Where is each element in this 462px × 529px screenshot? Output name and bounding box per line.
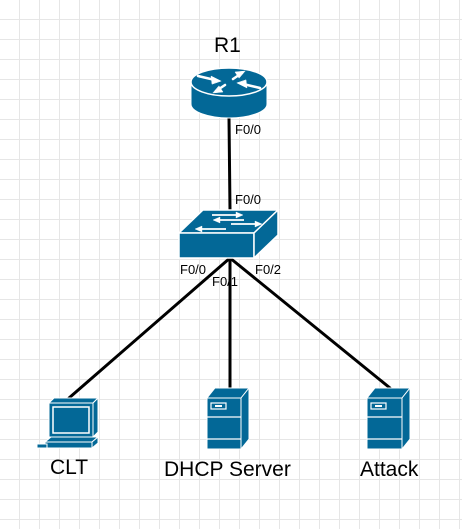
server-icon[interactable] [205, 386, 251, 451]
dhcp-server-label: DHCP Server [164, 458, 291, 481]
client-label: CLT [50, 456, 89, 479]
switch-port-f00: F0/0 [180, 262, 207, 277]
link-r1-switch[interactable] [227, 116, 232, 212]
link-switch-clt[interactable] [67, 256, 232, 400]
switch-uplink-port-f00: F0/0 [235, 192, 262, 207]
switch-port-f02: F0/2 [255, 262, 282, 277]
attack-label: Attack [360, 458, 419, 481]
link-switch-attack[interactable] [228, 256, 392, 390]
links [67, 116, 392, 400]
router-label: R1 [214, 34, 241, 57]
router-icon[interactable] [190, 67, 268, 119]
laptop-icon[interactable] [36, 396, 100, 450]
switch-icon[interactable] [177, 208, 280, 260]
router-port-f00: F0/0 [235, 122, 262, 137]
server-icon[interactable] [365, 386, 412, 451]
switch-port-f01: F0/1 [212, 274, 239, 289]
